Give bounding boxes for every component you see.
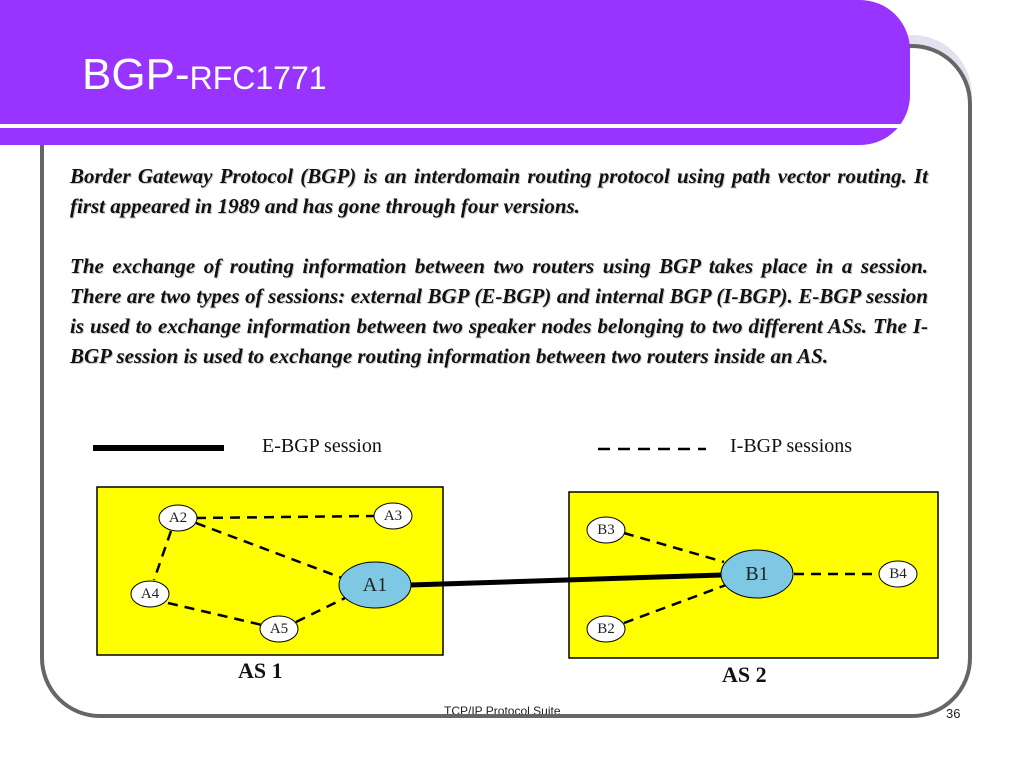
node-a5: A5 (259, 615, 299, 643)
title-main: BGP- (82, 50, 190, 99)
header-band (0, 0, 910, 145)
paragraph-bgp-sessions: The exchange of routing information betw… (70, 254, 928, 368)
node-a3-label: A3 (384, 508, 402, 524)
paragraph-bgp-intro: Border Gateway Protocol (BGP) is an inte… (70, 164, 928, 218)
node-b2: B2 (586, 615, 626, 643)
node-a1-label: A1 (363, 574, 387, 596)
link-b2-b1 (623, 583, 727, 625)
node-b4: B4 (878, 560, 918, 588)
ebgp-link-a1-b1 (409, 572, 723, 588)
node-b1-label: B1 (745, 563, 768, 585)
ibgp-links (152, 514, 878, 627)
link-b3-b1 (623, 531, 725, 564)
link-a2-a1 (195, 521, 343, 580)
node-a1: A1 (338, 561, 412, 609)
node-b3: B3 (586, 516, 626, 544)
as1-nodes: A1 A2 A3 A4 A5 (130, 502, 413, 643)
legend-ebgp-label: E-BGP session (262, 435, 382, 457)
legend-ibgp-label: I-BGP sessions (730, 435, 853, 457)
node-a5-label: A5 (270, 621, 288, 637)
footer-text: TCP/IP Protocol Suite (444, 704, 561, 714)
node-b4-label: B4 (889, 566, 907, 582)
node-a3: A3 (373, 502, 413, 530)
node-a2-label: A2 (169, 510, 187, 526)
node-a2: A2 (158, 504, 198, 532)
as1-label: AS 1 (238, 658, 283, 683)
as2-nodes: B1 B2 B3 B4 (586, 516, 918, 643)
title-subtitle: RFC1771 (189, 60, 327, 96)
link-a5-a1 (295, 596, 346, 624)
page-number: 36 (946, 706, 961, 721)
node-b1: B1 (720, 549, 794, 599)
node-b2-label: B2 (597, 621, 615, 637)
node-a4: A4 (130, 580, 170, 608)
node-b3-label: B3 (597, 522, 615, 538)
node-a4-label: A4 (141, 586, 160, 602)
header-underline (0, 124, 905, 128)
link-a2-a4 (152, 530, 173, 581)
link-a2-a3 (195, 514, 375, 520)
as2-label: AS 2 (722, 662, 767, 687)
slide-body: Border Gateway Protocol (BGP) is an inte… (70, 161, 928, 371)
page-title: BGP-RFC1771 (82, 50, 327, 103)
